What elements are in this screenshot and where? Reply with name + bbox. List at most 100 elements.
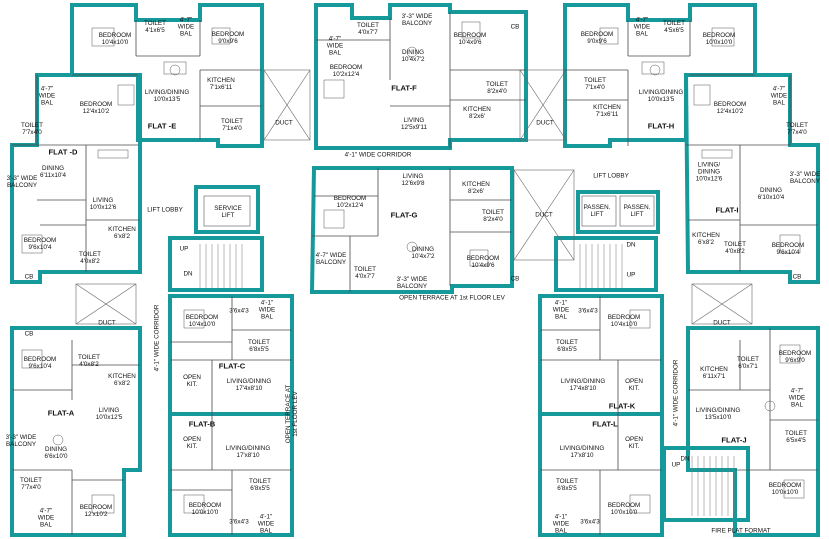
g-bedroom-label: BEDROOM 10'2x12'4 — [333, 195, 367, 209]
duct-3-label: DUCT — [535, 211, 553, 219]
h-bal-label: 4'-7" WIDE BAL — [633, 16, 651, 38]
d-living-label: LIVING 10'0x12'6 — [89, 197, 117, 211]
d-bedroom-label: BEDROOM 9'6x10'4 — [23, 237, 57, 251]
g-balcony-label: 3'-3" WIDE BALCONY — [396, 276, 428, 290]
cb-2-label: CB — [24, 330, 34, 338]
j-bedroom2-label: BEDROOM 10'0x10'0 — [768, 482, 802, 496]
flat-a-label: FLAT-A — [47, 408, 75, 418]
a-bedroom2-label: BEDROOM 12'x10'2 — [79, 504, 113, 518]
service-lift-label: SERVICE LIFT — [214, 205, 242, 219]
up-1-label: UP — [179, 245, 189, 253]
h-bedroom-label: BEDROOM 9'0x9'6 — [580, 31, 614, 45]
terrace-1-label: OPEN TERRACE AT 1st FLOOR LEV — [399, 294, 505, 302]
a-dining-label: DINING 6'6x10'0 — [44, 446, 68, 460]
duct-2-label: DUCT — [536, 119, 554, 127]
i-toilet-label: TOILET 7'7x4'0 — [786, 122, 808, 136]
a-kitchen-label: KITCHEN 6'x8'2 — [108, 373, 136, 387]
d-dining-label: DINING 6'11x10'4 — [39, 165, 67, 179]
duct-5-label: DUCT — [713, 319, 731, 327]
j-living-label: LIVING/DINING 13'5x10'0 — [695, 407, 741, 421]
l-bal-label: 4'-1" WIDE BAL — [552, 513, 570, 535]
flat-g-label: FLAT-G — [390, 210, 418, 220]
a-bedroom-label: BEDROOM 9'6x10'4 — [23, 356, 57, 370]
k-kit-label: OPEN KIT. — [625, 378, 643, 392]
h-bedroom3-label: BEDROOM 12'4x10'2 — [713, 101, 747, 115]
d-balcony-label: 3'-3" WIDE BALCONY — [6, 175, 38, 189]
i-balcony-label: 3'-3" WIDE BALCONY — [789, 171, 821, 185]
f-toilet2-label: TOILET 8'2x4'0 — [486, 81, 508, 95]
i-living-label: LIVING/ DINING 10'0x12'6 — [695, 161, 723, 183]
a-bal-label: 4'-7" WIDE BAL — [37, 507, 55, 529]
dn-3-label: DN — [680, 455, 690, 463]
f-toilet-label: TOILET 4'0x7'7 — [357, 22, 379, 36]
f-dining-label: DINING 10'4x7'2 — [401, 49, 425, 63]
g-toilet-label: TOILET 8'2x4'0 — [482, 209, 504, 223]
furniture — [21, 21, 805, 514]
passen-lift-1-label: PASSEN. LIFT — [583, 204, 611, 218]
c-b-label: 3'6x4'3 — [229, 307, 249, 315]
f-balcony-label: 3'-3" WIDE BALCONY — [401, 13, 433, 27]
k-b-label: 3'6x4'3 — [578, 307, 598, 315]
duct-1-label: DUCT — [275, 119, 293, 127]
l-toilet-label: TOILET 6'8x5'5 — [556, 478, 578, 492]
e-toilet-label: TOILET 4'1x6'5 — [144, 20, 166, 34]
flat-b-label: FLAT-B — [188, 419, 216, 429]
d-bal-label: 4'-7" WIDE BAL — [38, 85, 56, 107]
b-bal-label: 4'-1" WIDE BAL — [257, 513, 275, 535]
k-toilet-label: TOILET 6'8x5'5 — [556, 339, 578, 353]
ducts — [75, 69, 753, 325]
h-living-label: LIVING/DINING 10'0x13'5 — [638, 89, 684, 103]
c-kit-label: OPEN KIT. — [183, 374, 201, 388]
corridor-top-label: 4'-1" WIDE CORRIDOR — [344, 151, 412, 159]
up-2-label: UP — [626, 271, 636, 279]
flat-i-label: FLAT-I — [715, 205, 739, 215]
g-toilet2-label: TOILET 4'0x7'7 — [354, 266, 376, 280]
c-bal-label: 4'-1" WIDE BAL — [258, 299, 276, 321]
j-toilet2-label: TOILET 6'5x4'5 — [785, 430, 807, 444]
a-living-label: LIVING 10'0x12'5 — [95, 407, 123, 421]
h-bal2-label: 4'-7" WIDE BAL — [770, 85, 788, 107]
fire-plat-label: FIRE PLAT FORMAT — [711, 527, 771, 535]
e-bedroom-label: BEDROOM 10'4x10'0 — [98, 32, 132, 46]
dn-1-label: DN — [183, 270, 193, 278]
flat-h-label: FLAT-H — [647, 121, 675, 131]
h-kitchen-label: KITCHEN 7'1x6'11 — [593, 104, 621, 118]
b-bedroom-label: BEDROOM 10'0x10'0 — [188, 502, 222, 516]
k-living-label: LIVING/DINING 17'4x8'10 — [560, 378, 606, 392]
lift-lobby-left-label: LIFT LOBBY — [147, 206, 183, 214]
f-kitchen-label: KITCHEN 8'2x6' — [463, 106, 491, 120]
b-living-label: LIVING/DINING 17'x8'10 — [225, 445, 271, 459]
g-living-label: LIVING 12'6x9'8 — [401, 173, 425, 187]
h-bedroom2-label: BEDROOM 10'0x10'0 — [702, 32, 736, 46]
a-balcony-label: 3'-3" WIDE BALCONY — [5, 434, 37, 448]
flat-c-label: FLAT-C — [218, 361, 246, 371]
a-toilet2-label: TOILET 7'7x4'0 — [20, 477, 42, 491]
i-dining-label: DINING 6'10x10'4 — [757, 187, 785, 201]
partitions — [12, 12, 818, 535]
cb-4-label: CB — [510, 275, 520, 283]
terrace-2-label: OPEN TERRACE AT 1st FLOOR LEV — [285, 384, 299, 444]
flat-l-label: FLAT-L — [592, 419, 618, 429]
flat-j-label: FLAT-J — [721, 435, 747, 445]
d-toilet-label: TOILET 7'7x4'0 — [21, 122, 43, 136]
i-kitchen-label: KITCHEN 6'x8'2 — [692, 232, 720, 246]
h-toilet2-label: TOILET 7'1x4'0 — [584, 77, 606, 91]
j-kitchen-label: KITCHEN 6'11x7'1 — [700, 366, 728, 380]
e-toilet2-label: TOILET 7'1x4'0 — [221, 118, 243, 132]
flat-d-label: FLAT -D — [48, 147, 78, 157]
duct-4-label: DUCT — [98, 319, 116, 327]
j-bal-label: 4'-7" WIDE BAL — [788, 387, 806, 409]
e-bedroom3-label: BEDROOM 12'4x10'2 — [79, 101, 113, 115]
b-b-label: 3'6x4'3 — [229, 518, 249, 526]
i-bedroom-label: BEDROOM 9'6x10'4 — [771, 242, 805, 256]
l-bedroom-label: BEDROOM 10'0x10'0 — [607, 502, 641, 516]
k-bal-label: 4'-1" WIDE BAL — [552, 299, 570, 321]
g-dining-label: DINING 10'4x7'2 — [411, 246, 435, 260]
flat-e-label: FLAT -E — [147, 121, 177, 131]
corridor-left-label: 4'-1" WIDE CORRIDOR — [153, 304, 161, 372]
lift-lobby-right-label: LIFT LOBBY — [593, 172, 629, 180]
l-b-label: 3'6x4'3 — [580, 518, 600, 526]
d-toilet2-label: TOILET 4'0x8'2 — [79, 251, 101, 265]
a-toilet-label: TOILET 4'0x8'2 — [78, 354, 100, 368]
